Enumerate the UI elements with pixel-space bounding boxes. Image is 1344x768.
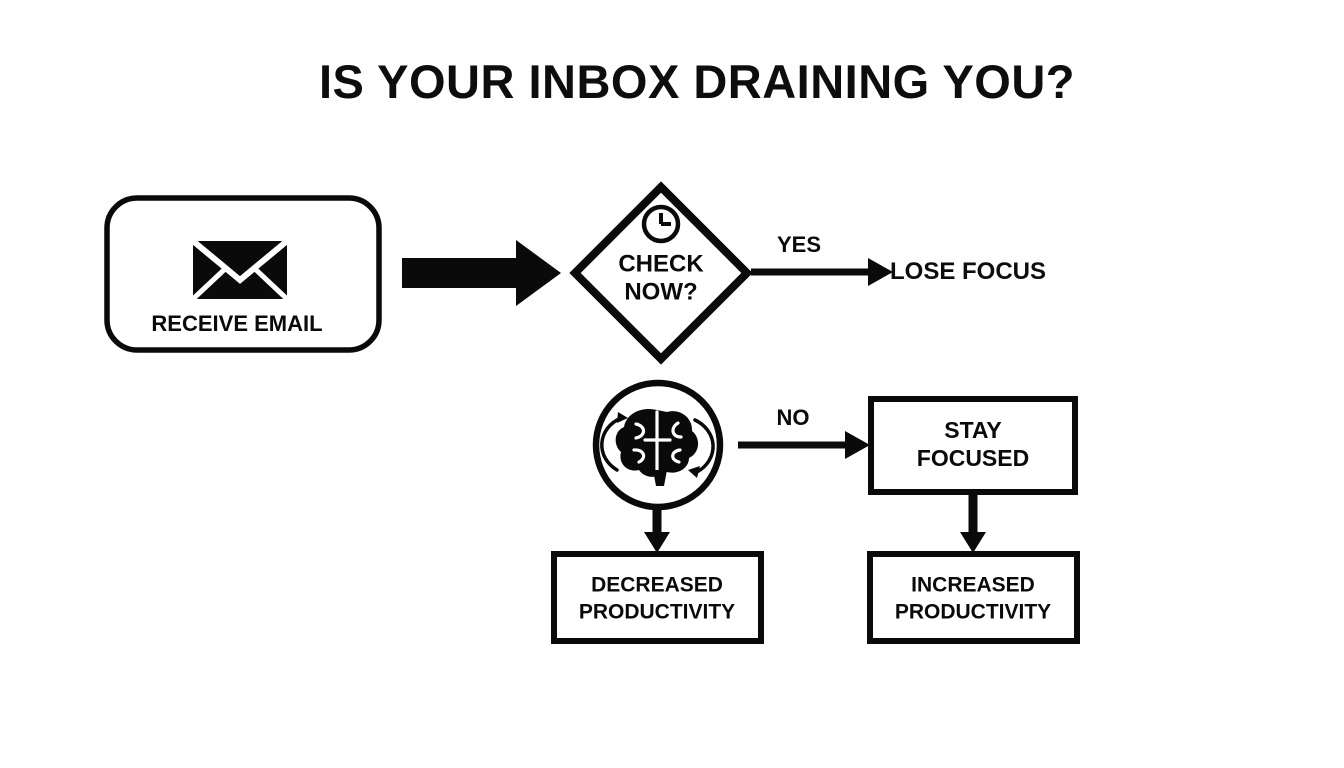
edge-label-no: NO: [777, 405, 810, 430]
decreased-productivity-label-line2: PRODUCTIVITY: [579, 601, 735, 624]
brain-arrow-left: [600, 416, 623, 472]
node-increased-productivity[interactable]: INCREASED PRODUCTIVITY: [867, 551, 1080, 644]
yes-arrow-head: [868, 258, 893, 286]
node-stay-focused[interactable]: STAY FOCUSED: [868, 396, 1078, 495]
edge-email-to-check: [402, 240, 561, 306]
stay-focused-box[interactable]: [868, 396, 1078, 495]
edge-brain-to-decreased: [644, 509, 670, 553]
brain-icon: [600, 408, 715, 486]
node-brain-state[interactable]: [592, 379, 724, 511]
brain-arrow-left-head: [617, 412, 628, 423]
receive-email-label: RECEIVE EMAIL: [151, 311, 322, 336]
stay-focused-label-line2: FOCUSED: [917, 445, 1029, 471]
edge-check-to-lose-focus: YES: [751, 232, 893, 286]
decreased-productivity-label-line1: DECREASED: [591, 574, 723, 597]
stay-focused-label-line1: STAY: [944, 417, 1002, 443]
node-decreased-productivity[interactable]: DECREASED PRODUCTIVITY: [551, 551, 764, 644]
brain-stem: [653, 470, 667, 486]
decreased-productivity-box[interactable]: [551, 551, 764, 644]
thick-block-arrow: [402, 240, 561, 306]
brain-arrow-right-head: [688, 466, 700, 478]
envelope-flap: [191, 238, 289, 284]
brain-sulci: [632, 410, 683, 472]
edge-label-yes: YES: [777, 232, 821, 257]
node-receive-email[interactable]: RECEIVE EMAIL: [104, 195, 382, 353]
check-now-diamond[interactable]: [569, 181, 753, 365]
clock-hands: [659, 213, 671, 226]
envelope-fold-lines: [191, 266, 289, 301]
brain-arrow-right: [693, 418, 715, 474]
increased-productivity-label-line1: INCREASED: [911, 574, 1035, 597]
edge-stay-to-increased: [960, 494, 986, 553]
page-title: IS YOUR INBOX DRAINING YOU?: [319, 55, 1075, 108]
clock-icon: [641, 204, 681, 244]
increased-productivity-label-line2: PRODUCTIVITY: [895, 601, 1051, 624]
down-arrow-head-left: [644, 532, 670, 553]
increased-productivity-box[interactable]: [867, 551, 1080, 644]
node-lose-focus: LOSE FOCUS: [890, 258, 1046, 285]
check-now-label-line2: NOW?: [624, 278, 697, 305]
edge-brain-to-stay-focused: NO: [738, 405, 870, 459]
node-check-now[interactable]: CHECK NOW?: [569, 181, 753, 365]
check-now-label-line1: CHECK: [618, 250, 704, 277]
envelope-icon: [191, 238, 289, 301]
no-arrow-head: [845, 431, 870, 459]
down-arrow-head-right: [960, 532, 986, 553]
